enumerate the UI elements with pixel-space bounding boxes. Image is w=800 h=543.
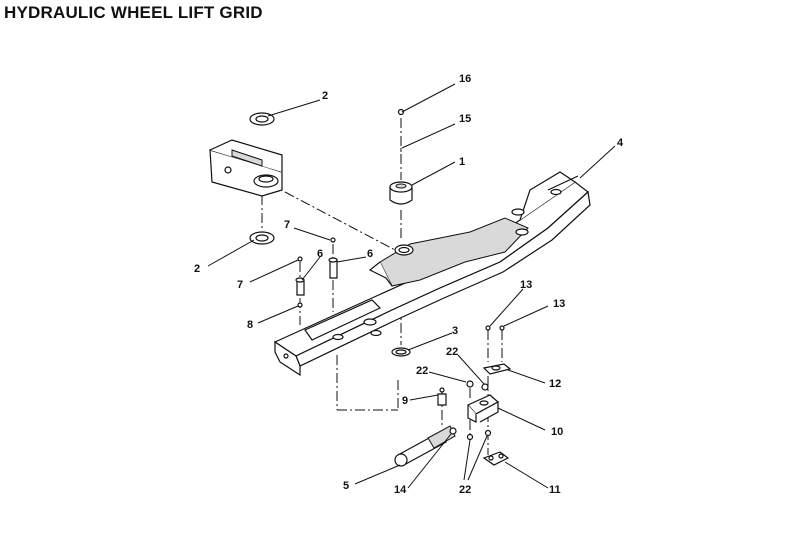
callout-10: 10 xyxy=(551,426,563,438)
callout-22-bottom: 22 xyxy=(459,484,471,496)
bolt-set xyxy=(295,237,338,308)
callout-2-top: 2 xyxy=(322,90,328,102)
callout-3: 3 xyxy=(452,325,458,337)
callout-13-right: 13 xyxy=(553,298,565,310)
callout-7-lower: 7 xyxy=(237,279,243,291)
lift-grid-beam xyxy=(273,171,591,377)
callout-16: 16 xyxy=(459,73,471,85)
bushing xyxy=(389,181,413,205)
callout-11: 11 xyxy=(549,484,561,496)
callout-5: 5 xyxy=(343,480,349,492)
callout-14: 14 xyxy=(394,484,407,496)
washer-upper-hole xyxy=(255,115,269,123)
callout-1: 1 xyxy=(459,156,465,168)
pivot-bracket xyxy=(437,380,500,441)
callout-4: 4 xyxy=(617,137,624,149)
callout-13-left: 13 xyxy=(520,279,532,291)
nut-13-b xyxy=(499,325,505,331)
pivot-arm-assembly xyxy=(209,139,283,197)
plate-11-hole-a xyxy=(488,455,494,461)
callout-labels: 16 2 15 4 1 7 2 6 6 7 8 3 13 13 22 22 12… xyxy=(194,73,624,496)
cap-pin xyxy=(397,108,405,116)
callout-22-upper-right: 22 xyxy=(446,346,458,358)
plate-12-hole xyxy=(491,365,501,371)
nut-13-a xyxy=(485,325,491,331)
leader-lines xyxy=(207,83,616,489)
callout-22-upper-left: 22 xyxy=(416,365,428,377)
callout-15: 15 xyxy=(459,113,471,125)
callout-2-bottom: 2 xyxy=(194,263,200,275)
washer-3-hole xyxy=(395,349,407,355)
callout-12: 12 xyxy=(549,378,561,390)
callout-7-upper: 7 xyxy=(284,219,290,231)
callout-8: 8 xyxy=(247,319,253,331)
plate-11-hole-b xyxy=(498,453,504,459)
hydraulic-cylinder xyxy=(394,425,457,467)
callout-6-right: 6 xyxy=(367,248,373,260)
washer-lower-hole xyxy=(255,234,269,242)
callout-9: 9 xyxy=(402,395,408,407)
page-title: HYDRAULIC WHEEL LIFT GRID xyxy=(4,3,263,22)
callout-6-left: 6 xyxy=(317,248,323,260)
